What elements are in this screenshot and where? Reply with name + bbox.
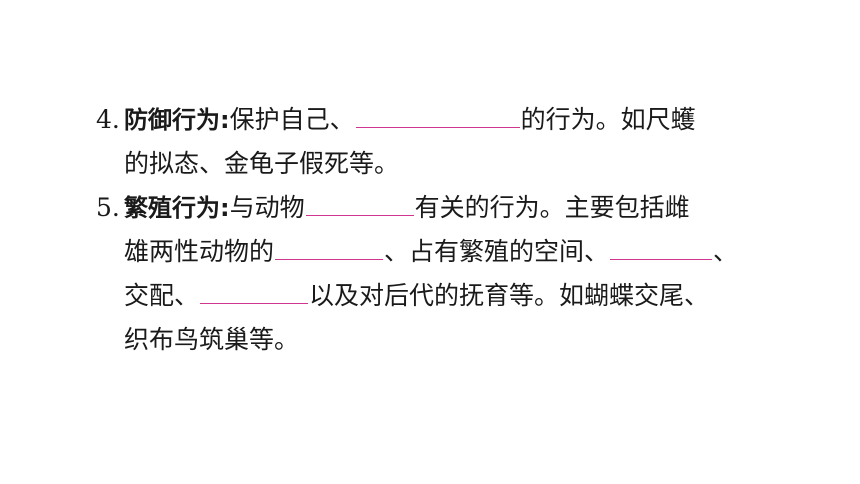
item-5-colon: :	[220, 194, 230, 222]
item-4-answer-blank[interactable]	[355, 102, 520, 128]
item-5-text-line-2-middle: 、占有繁殖的空间、	[384, 237, 610, 266]
item-4-term: 防御行为	[124, 106, 220, 134]
item-5-text-line-4: 织布鸟筑巢等。	[124, 325, 300, 354]
item-5-answer-blank-1[interactable]	[305, 190, 414, 216]
item-4-text-line-2: 的拟态、金龟子假死等。	[124, 149, 400, 178]
item-4-text-before-blank: 保护自己、	[229, 105, 355, 134]
item-5-text-after-blank-1: 有关的行为。主要包括雌	[414, 193, 690, 222]
item-5-text-before-blank-1: 与动物	[229, 193, 305, 222]
item-5-text-line-3-start: 交配、	[124, 281, 200, 310]
item-5-answer-blank-4[interactable]	[200, 278, 309, 304]
item-5-text-line-2-start: 雄两性动物的	[124, 237, 275, 266]
item-4-colon: :	[220, 106, 230, 134]
item-4-number: 4.	[96, 105, 120, 134]
item-5-text-line-2-end: 、	[713, 237, 739, 266]
item-5-number: 5.	[96, 193, 120, 222]
item-5-answer-blank-3[interactable]	[610, 234, 713, 260]
item-5-term: 繁殖行为	[124, 194, 220, 222]
item-5-answer-blank-2[interactable]	[275, 234, 384, 260]
item-5-text-line-3-end: 以及对后代的抚育等。如蝴蝶交尾、	[309, 281, 710, 310]
item-4-text-after-blank: 的行为。如尺蠖	[520, 105, 696, 134]
